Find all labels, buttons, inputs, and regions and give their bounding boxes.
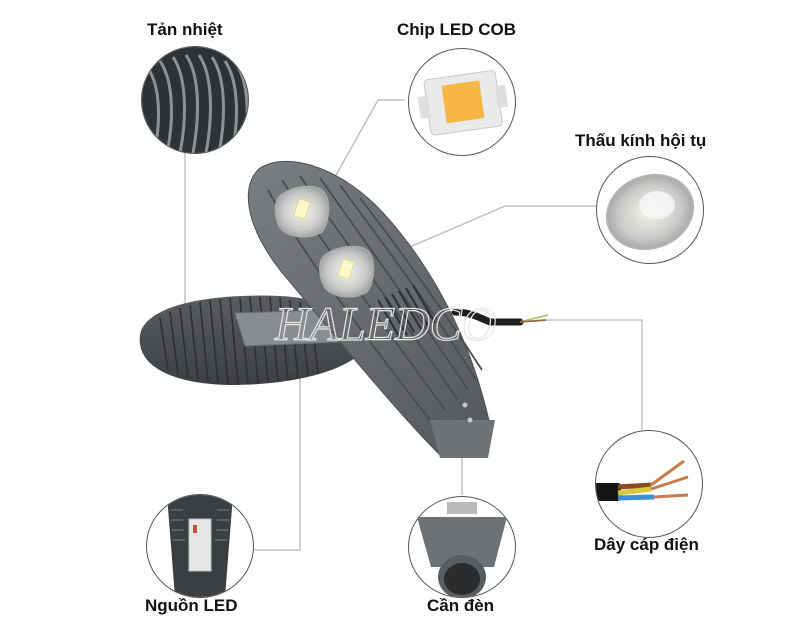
cable-leader xyxy=(545,319,643,430)
led-driver-icon xyxy=(167,495,233,597)
pole-arm-detail-circle xyxy=(408,496,516,598)
convex-lens-icon xyxy=(605,173,695,251)
pole-arm-icon xyxy=(417,502,507,597)
heatsink-fins-icon xyxy=(142,47,248,153)
lens-module-1 xyxy=(274,185,330,238)
watermark: HALEDCO xyxy=(274,298,496,351)
lens-detail-circle xyxy=(596,156,704,264)
lens-module-2 xyxy=(319,245,375,298)
front-lamp-housing xyxy=(247,160,549,458)
label-pole-arm: Cần đèn xyxy=(427,596,495,615)
cob-chip-leader xyxy=(324,99,405,196)
power-cable-icon xyxy=(596,459,689,501)
heatsink-detail-circle xyxy=(141,46,249,154)
label-cob-chip: Chip LED COB xyxy=(397,20,516,39)
driver-leader xyxy=(252,365,301,551)
label-cable: Dây cáp điện xyxy=(594,535,699,554)
label-driver: Nguồn LED xyxy=(145,596,238,615)
driver-detail-circle xyxy=(146,494,254,598)
label-heatsink: Tản nhiệt xyxy=(147,20,223,39)
lens-leader xyxy=(374,205,597,263)
led-chip-icon xyxy=(417,70,509,136)
back-lamp-heatsink xyxy=(139,295,370,385)
label-lens: Thấu kính hội tụ xyxy=(575,131,707,150)
cob-chip-detail-circle xyxy=(408,48,516,156)
cable-detail-circle xyxy=(595,430,703,538)
